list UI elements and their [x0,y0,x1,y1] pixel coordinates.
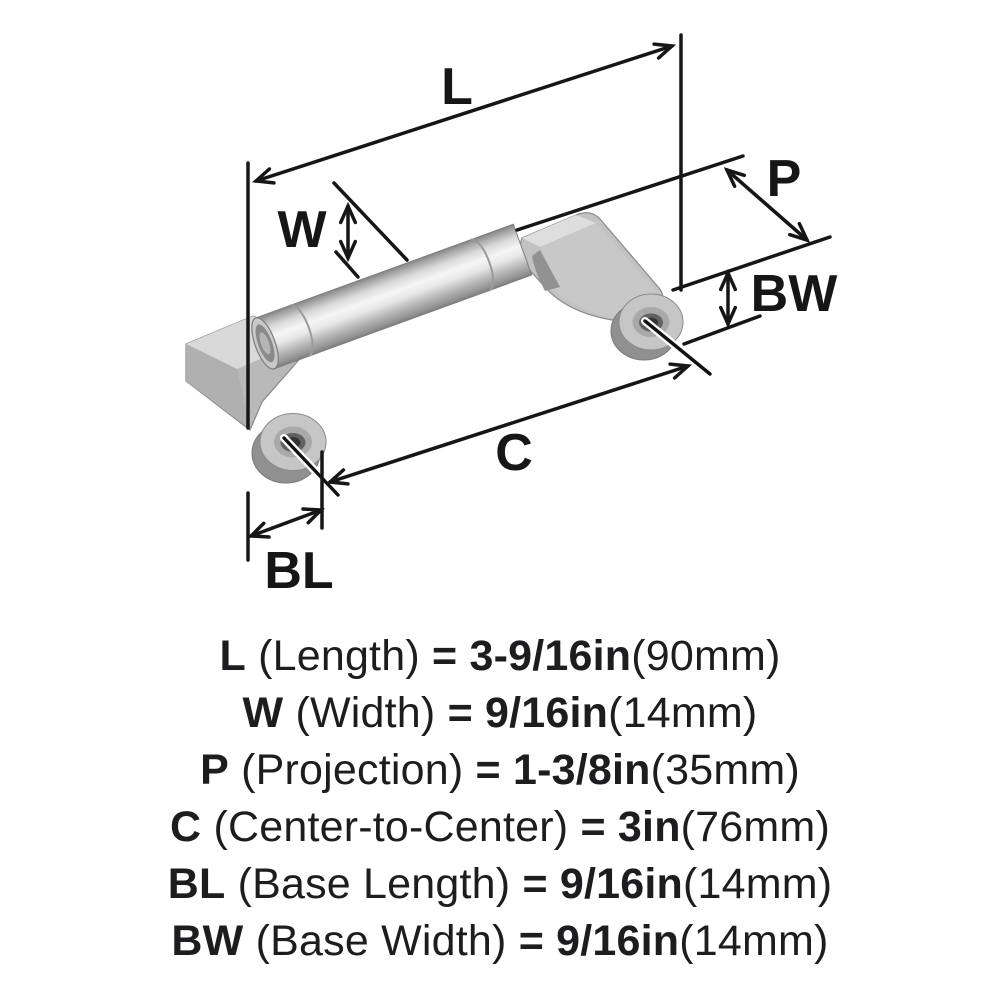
spec-row-base-width: BW (Base Width) = 9/16in(14mm) [0,913,1000,970]
spec-name: (Center-to-Center) [201,803,581,851]
spec-text-block: L (Length) = 3-9/16in(90mm) W (Width) = … [0,628,1000,970]
left-pin-line [282,436,340,497]
spec-label: W [242,689,284,737]
spec-name: (Base Width) [243,917,519,965]
spec-name: (Projection) [228,746,476,794]
spec-row-base-length: BL (Base Length) = 9/16in(14mm) [0,856,1000,913]
label-length: L [441,58,473,116]
ext-line-basewidth-lower [682,314,762,346]
arrowhead [718,268,738,292]
arrowhead [251,167,276,185]
handle-bar [251,223,533,370]
label-base-width: BW [751,265,839,323]
arrowhead [723,167,746,189]
spec-value: = 9/16in [522,860,683,908]
label-projection: P [767,150,802,208]
dim-line-baselength [249,508,323,538]
arrowhead [338,239,358,263]
spec-metric: (14mm) [679,917,829,965]
spec-label: C [170,803,202,851]
ext-line-width-lower [334,250,360,279]
ext-line-width-upper [332,181,409,262]
right-post-inner-fillet [532,250,560,291]
label-base-length: BL [264,542,333,600]
arrowhead [246,521,271,539]
left-post-front-face [186,344,251,430]
dimension-lines [246,33,832,562]
spec-value: = 1-3/8in [475,746,651,794]
arrowhead [718,305,738,329]
arrowhead [325,468,350,486]
arrowhead [668,362,693,380]
right-pin-line [643,319,712,376]
spec-row-length: L (Length) = 3-9/16in(90mm) [0,628,1000,685]
spec-row-width: W (Width) = 9/16in(14mm) [0,685,1000,742]
spec-metric: (76mm) [680,803,830,851]
spec-value: = 3-9/16in [432,632,632,680]
arrowhead [301,507,326,525]
right-post-top-face [522,215,596,247]
spec-metric: (14mm) [683,860,833,908]
screw-pins [280,317,714,499]
right-post-front-face [540,223,657,318]
spec-row-center-to-center: C (Center-to-Center) = 3in(76mm) [0,799,1000,856]
spec-value: = 3in [580,803,681,851]
handle-diagram-canvas: L W P BW C BL [185,33,838,600]
dimension-labels: L W P BW C BL [264,58,838,600]
arrowhead [652,42,677,60]
bar-seam-right [470,238,495,292]
spec-label: BW [171,917,244,965]
dim-line-projection [725,168,809,242]
ext-line-projection-upper [515,154,745,232]
spec-row-projection: P (Projection) = 1-3/8in(35mm) [0,742,1000,799]
spec-name: (Width) [283,689,448,737]
dim-line-center [328,364,690,484]
dim-line-length [254,44,674,183]
spec-metric: (14mm) [608,689,758,737]
spec-metric: (35mm) [650,746,800,794]
spec-label: L [219,632,246,680]
spec-name: (Base Length) [225,860,523,908]
ext-line-projection-lower [671,235,832,292]
spec-label: BL [167,860,226,908]
handle-right-post [516,212,664,321]
label-center-to-center: C [495,424,533,482]
bar-end-core [259,332,271,355]
arrowhead [338,201,358,225]
spec-metric: (90mm) [631,632,781,680]
arrowhead [788,221,811,243]
label-width: W [277,201,327,259]
spec-value: = 9/16in [447,689,609,737]
handle-artwork [185,212,714,499]
spec-label: P [200,746,229,794]
spec-name: (Length) [245,632,432,680]
spec-value: = 9/16in [518,917,680,965]
bar-seam-left [290,304,314,357]
